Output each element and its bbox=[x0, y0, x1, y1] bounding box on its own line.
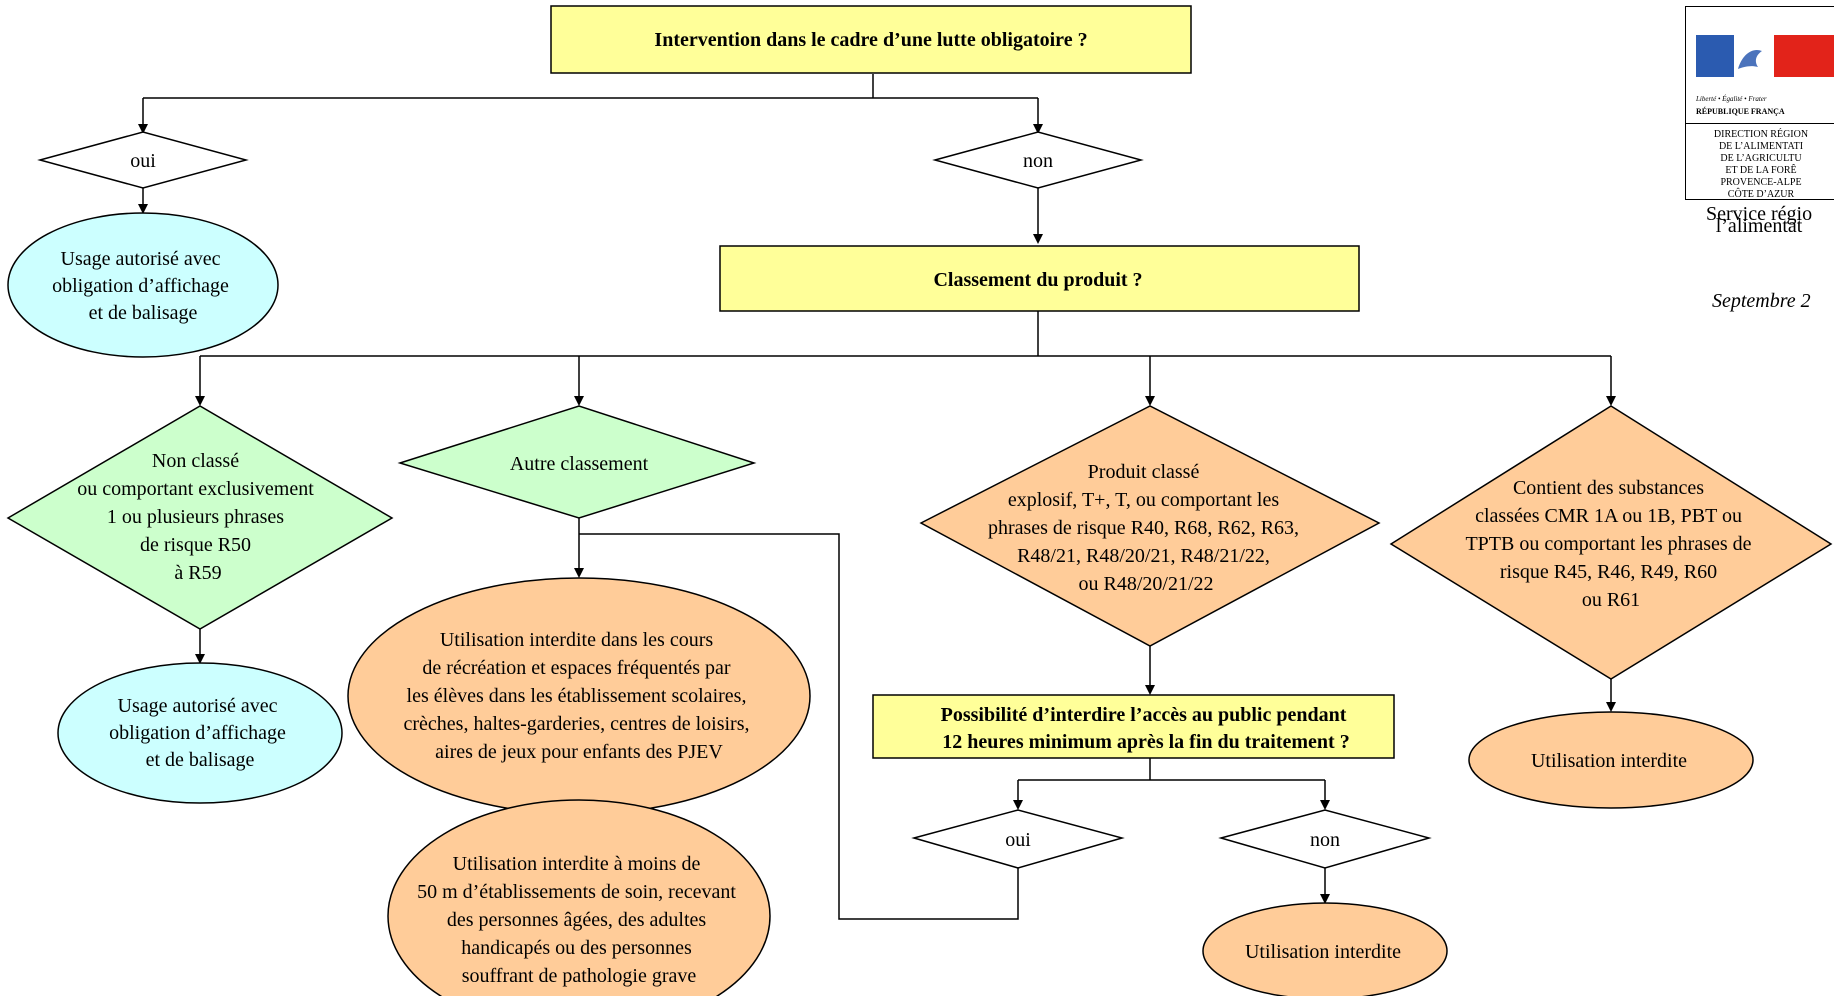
cat2-res1-line: les élèves dans les établissement scolai… bbox=[407, 685, 747, 707]
cat3-line: ou R48/20/21/22 bbox=[1078, 573, 1213, 595]
cat4-line: ou R61 bbox=[1582, 589, 1640, 611]
service-label: Service régio l’alimentat bbox=[1706, 203, 1813, 237]
decision-q1-non bbox=[932, 131, 1144, 189]
res-oui-text: Usage autorisé avec obligation d’afficha… bbox=[52, 248, 234, 324]
connectors bbox=[138, 74, 1616, 920]
cat1-line: 1 ou plusieurs phrases bbox=[107, 506, 284, 528]
cat1-line: ou comportant exclusivement bbox=[77, 478, 314, 500]
q3-line: 12 heures minimum après la fin du traite… bbox=[942, 731, 1349, 753]
cat3-line: explosif, T+, T, ou comportant les bbox=[1008, 489, 1279, 511]
marianne-flag-icon bbox=[1696, 35, 1834, 77]
connector-q3-split bbox=[1018, 758, 1325, 781]
cat1-line: à R59 bbox=[174, 562, 221, 584]
cat2-res1-line: aires de jeux pour enfants des PJEV bbox=[435, 741, 723, 763]
cat2-res2-line: handicapés ou des personnes bbox=[461, 937, 692, 959]
cat4-text: Contient des substances classées CMR 1A … bbox=[1465, 477, 1756, 611]
decision-q3-non bbox=[1218, 809, 1432, 869]
question-q1 bbox=[550, 5, 1192, 74]
cat4-line: classées CMR 1A ou 1B, PBT ou bbox=[1475, 505, 1742, 527]
cat1-line: de risque R50 bbox=[140, 534, 251, 556]
question-q3 bbox=[872, 694, 1395, 759]
cat4-result-text: Utilisation interdite bbox=[1531, 750, 1687, 772]
result-autre-2 bbox=[387, 799, 771, 996]
result-q1-oui bbox=[7, 212, 279, 358]
cat2-res2-line: 50 m d’établissements de soin, recevant bbox=[417, 881, 736, 903]
cat2-result2-text: Utilisation interdite à moins de 50 m d’… bbox=[417, 853, 741, 987]
res-oui-line: et de balisage bbox=[89, 302, 198, 324]
cat2-res2-line: des personnes âgées, des adultes bbox=[447, 909, 707, 931]
result-q3-non bbox=[1202, 902, 1448, 996]
cat2-res2-line: souffrant de pathologie grave bbox=[462, 965, 697, 987]
cat2-result1-text: Utilisation interdite dans les cours de … bbox=[404, 629, 755, 763]
cat1-res-line: et de balisage bbox=[146, 749, 255, 771]
logo-direction: DIRECTION RÉGION DE L’ALIMENTATI DE L’AG… bbox=[1713, 129, 1809, 200]
cat2-text: Autre classement bbox=[510, 453, 649, 475]
decision-q3-oui bbox=[911, 809, 1125, 869]
question-q2 bbox=[719, 245, 1360, 312]
cat1-res-line: obligation d’affichage bbox=[109, 722, 286, 744]
category-non-classe bbox=[6, 405, 394, 630]
labels: Intervention dans le cadre d’une lutte o… bbox=[52, 29, 1756, 987]
cat1-result-text: Usage autorisé avec obligation d’afficha… bbox=[109, 695, 291, 771]
cat2-res1-line: crèches, haltes-garderies, centres de lo… bbox=[404, 713, 750, 735]
logo-divider bbox=[1686, 123, 1834, 124]
cat2-res1-line: de récréation et espaces fréquentés par bbox=[422, 657, 730, 679]
q2-text: Classement du produit ? bbox=[933, 269, 1142, 291]
result-non-classe bbox=[57, 662, 343, 804]
q3-text: Possibilité d’interdire l’accès au publi… bbox=[941, 704, 1352, 753]
q3-non-result-text: Utilisation interdite bbox=[1245, 941, 1401, 963]
q1-non-label: non bbox=[1023, 150, 1053, 172]
res-oui-line: obligation d’affichage bbox=[52, 275, 229, 297]
logo-republic: RÉPUBLIQUE FRANÇA bbox=[1696, 107, 1785, 116]
q3-oui-label: oui bbox=[1005, 829, 1031, 851]
logo-motto: Liberté • Égalité • Frater bbox=[1696, 95, 1767, 103]
republique-logo: Liberté • Égalité • Frater RÉPUBLIQUE FR… bbox=[1685, 6, 1834, 200]
cat1-res-line: Usage autorisé avec bbox=[118, 695, 278, 717]
res-oui-line: Usage autorisé avec bbox=[61, 248, 221, 270]
cat1-text: Non classé ou comportant exclusivement 1… bbox=[77, 450, 319, 584]
cat4-line: Contient des substances bbox=[1513, 477, 1704, 499]
q1-text: Intervention dans le cadre d’une lutte o… bbox=[654, 29, 1087, 51]
connector-q2-split bbox=[200, 311, 1611, 357]
cat3-text: Produit classé explosif, T+, T, ou compo… bbox=[988, 461, 1304, 595]
result-cmr bbox=[1468, 711, 1754, 809]
q1-oui-label: oui bbox=[130, 150, 156, 172]
cat3-line: Produit classé bbox=[1088, 461, 1200, 483]
shapes bbox=[6, 5, 1833, 996]
cat2-res2-line: Utilisation interdite à moins de bbox=[453, 853, 701, 875]
cat4-line: TPTB ou comportant les phrases de bbox=[1465, 533, 1751, 555]
q3-line: Possibilité d’interdire l’accès au publi… bbox=[941, 704, 1347, 726]
q3-non-label: non bbox=[1310, 829, 1340, 851]
cat4-line: risque R45, R46, R49, R60 bbox=[1500, 561, 1717, 583]
date-label: Septembre 2 bbox=[1712, 290, 1811, 312]
connector-q1-split bbox=[143, 74, 1038, 99]
cat3-line: phrases de risque R40, R68, R62, R63, bbox=[988, 517, 1299, 539]
cat3-line: R48/21, R48/20/21, R48/21/22, bbox=[1017, 545, 1270, 567]
connector-cat2-oui bbox=[579, 533, 1019, 920]
cat1-line: Non classé bbox=[152, 450, 239, 472]
cat2-res1-line: Utilisation interdite dans les cours bbox=[440, 629, 713, 651]
category-produit-classe bbox=[919, 405, 1381, 647]
category-autre-classement bbox=[397, 405, 757, 519]
decision-q1-oui bbox=[37, 131, 249, 189]
category-cmr bbox=[1389, 405, 1833, 680]
